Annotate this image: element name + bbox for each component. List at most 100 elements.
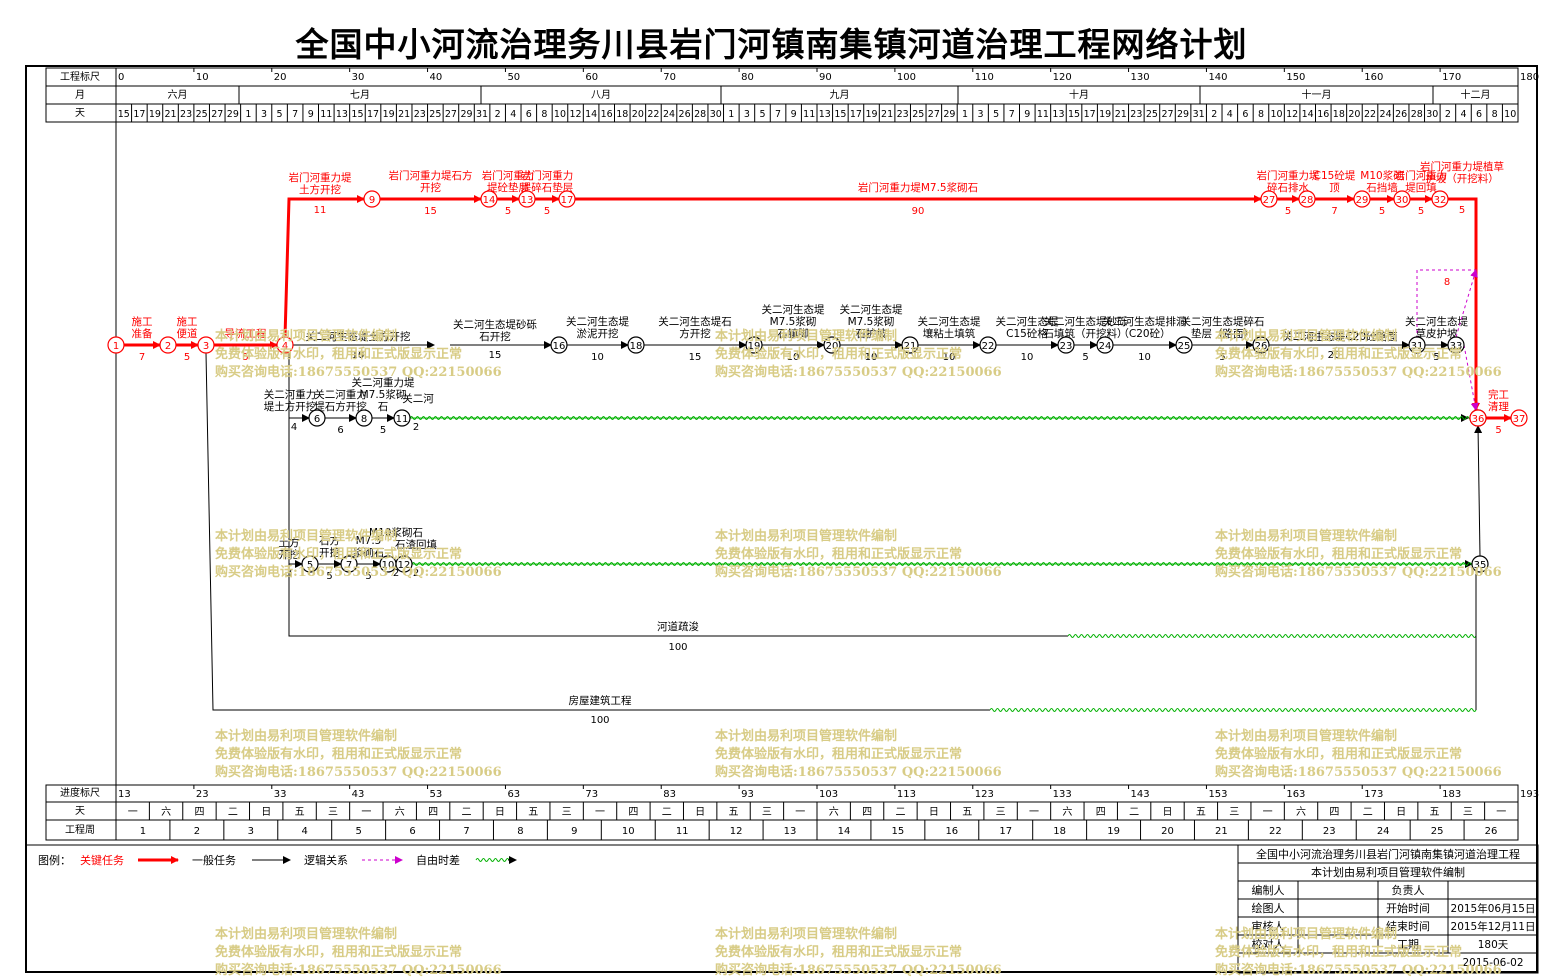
ruler-tick-label: 90 <box>819 72 832 83</box>
activity-name: 岩门河重力 <box>482 169 535 182</box>
progress-tick-label: 143 <box>1131 789 1150 800</box>
day-number: 2 <box>495 109 501 120</box>
weekday-name: 四 <box>194 807 204 818</box>
activity-duration: 10 <box>865 352 878 363</box>
free-float-logic <box>1463 344 1479 411</box>
progress-tick-label: 113 <box>897 789 916 800</box>
week-number: 11 <box>676 826 689 837</box>
weekday-name: 日 <box>929 807 939 818</box>
day-number: 16 <box>1317 109 1329 120</box>
ruler-tick-label: 50 <box>507 72 520 83</box>
day-number: 21 <box>398 109 410 120</box>
progress-tick-label: 193 <box>1520 789 1539 800</box>
watermark-line: 免费体验版有水印，租用和正式版显示正常 <box>715 547 963 562</box>
activity-name: 关二河重力 <box>264 388 317 401</box>
week-number: 3 <box>248 826 254 837</box>
activity-name: 开挖 <box>420 181 441 194</box>
day-number: 7 <box>292 109 298 120</box>
activity-duration: 2 <box>413 568 419 579</box>
watermark-line: 免费体验版有水印，租用和正式版显示正常 <box>215 347 463 362</box>
activity-name: 准备 <box>132 327 153 340</box>
activity-duration: 2 <box>413 422 419 433</box>
activity-name: 关二河生态堤 <box>1405 315 1468 328</box>
day-number: 21 <box>1115 109 1127 120</box>
info-value: 2015年12月11日 <box>1451 920 1536 933</box>
activity-duration: 15 <box>424 206 437 217</box>
weekday-name: 五 <box>295 807 305 818</box>
weekday-name: 六 <box>161 806 171 818</box>
activity-name: 关二河重力 <box>314 388 367 401</box>
activity-name: M7.5 <box>356 535 382 547</box>
activity-name: 岩门河重力堤石方 <box>389 169 473 182</box>
activity-name: 堤土方开挖 <box>264 400 317 413</box>
day-number: 15 <box>1068 109 1080 120</box>
node-number: 29 <box>1356 195 1369 206</box>
node-number: 2 <box>165 341 171 352</box>
week-number: 23 <box>1323 826 1336 837</box>
week-number: 25 <box>1431 826 1444 837</box>
day-number: 22 <box>647 109 659 120</box>
network-frame <box>25 65 1538 973</box>
day-number: 5 <box>993 109 999 120</box>
watermark-block: 本计划由易利项目管理软件编制免费体验版有水印，租用和正式版显示正常购买咨询电话:… <box>1215 328 1502 382</box>
activity-name: 堤石方开挖 <box>314 400 367 413</box>
day-number: 23 <box>180 109 192 120</box>
watermark-block: 本计划由易利项目管理软件编制免费体验版有水印，租用和正式版显示正常购买咨询电话:… <box>1215 528 1502 582</box>
activity-name: 石方 <box>319 534 340 547</box>
progress-tick-label: 123 <box>975 789 994 800</box>
weekday-name: 二 <box>228 807 238 818</box>
weekday-name: 六 <box>1062 806 1072 818</box>
watermark-line: 免费体验版有水印，租用和正式版显示正常 <box>715 347 963 362</box>
activity-duration: 10 <box>591 352 604 363</box>
day-number: 17 <box>133 109 145 120</box>
watermark-block: 本计划由易利项目管理软件编制免费体验版有水印，租用和正式版显示正常购买咨询电话:… <box>215 728 502 782</box>
activity-name: 关二河生态堤 <box>840 303 903 316</box>
watermark-line: 本计划由易利项目管理软件编制 <box>715 729 898 744</box>
weekday-name: 二 <box>1129 807 1139 818</box>
day-number: 8 <box>1492 109 1498 120</box>
activity-name: 堤碎石垫层 <box>521 181 574 194</box>
node-number: 9 <box>369 195 375 206</box>
day-number: 27 <box>928 109 940 120</box>
day-number: 7 <box>775 109 781 120</box>
watermark-line: 本计划由易利项目管理软件编制 <box>1215 529 1398 544</box>
activity-name: 施工 <box>177 315 198 328</box>
day-number: 23 <box>1130 109 1142 120</box>
weekday-name: 五 <box>1430 807 1440 818</box>
weekday-name: 三 <box>328 807 338 818</box>
weekday-name: 日 <box>1396 807 1406 818</box>
progress-tick-label: 73 <box>585 789 598 800</box>
day-number: 4 <box>510 109 516 120</box>
node-number: 31 <box>1411 341 1424 352</box>
activity-duration: 7 <box>1331 206 1337 217</box>
activity-name: 岩门河重力堤 <box>1257 169 1320 182</box>
weekday-name: 一 <box>361 807 371 818</box>
activity-name: 关二河生态堤土方开挖 <box>306 330 411 343</box>
activity-name: 石护坡 <box>855 327 887 340</box>
weekday-name: 五 <box>962 807 972 818</box>
info-software: 本计划由易利项目管理软件编制 <box>1311 865 1465 879</box>
node-number: 26 <box>1255 341 1268 352</box>
activity-duration: 8 <box>1444 277 1450 288</box>
activity-duration: 5 <box>1379 206 1385 217</box>
day-label: 天 <box>75 108 85 119</box>
activity-duration: 5 <box>1418 206 1424 217</box>
ruler-tick-label: 150 <box>1286 72 1305 83</box>
node-circle <box>363 190 381 208</box>
activity-duration: 2 <box>393 568 399 579</box>
node-circle <box>518 190 536 208</box>
activity-name: 土方 <box>279 536 300 549</box>
activity-name: 岩门河重力 <box>521 169 574 182</box>
ruler-tick-label: 180 <box>1520 72 1539 83</box>
day-number: 26 <box>679 109 691 120</box>
weekday-name: 一 <box>1496 807 1506 818</box>
week-number: 9 <box>571 826 577 837</box>
watermark-line: 免费体验版有水印，租用和正式版显示正常 <box>215 945 463 960</box>
activity-duration: 7 <box>139 352 145 363</box>
activity-name: 开挖 <box>279 548 300 561</box>
watermark-line: 本计划由易利项目管理软件编制 <box>1215 927 1398 942</box>
activity-name: 方开挖 <box>679 327 711 340</box>
day-number: 5 <box>759 109 765 120</box>
node-circle <box>1353 190 1371 208</box>
week-number: 21 <box>1215 826 1228 837</box>
